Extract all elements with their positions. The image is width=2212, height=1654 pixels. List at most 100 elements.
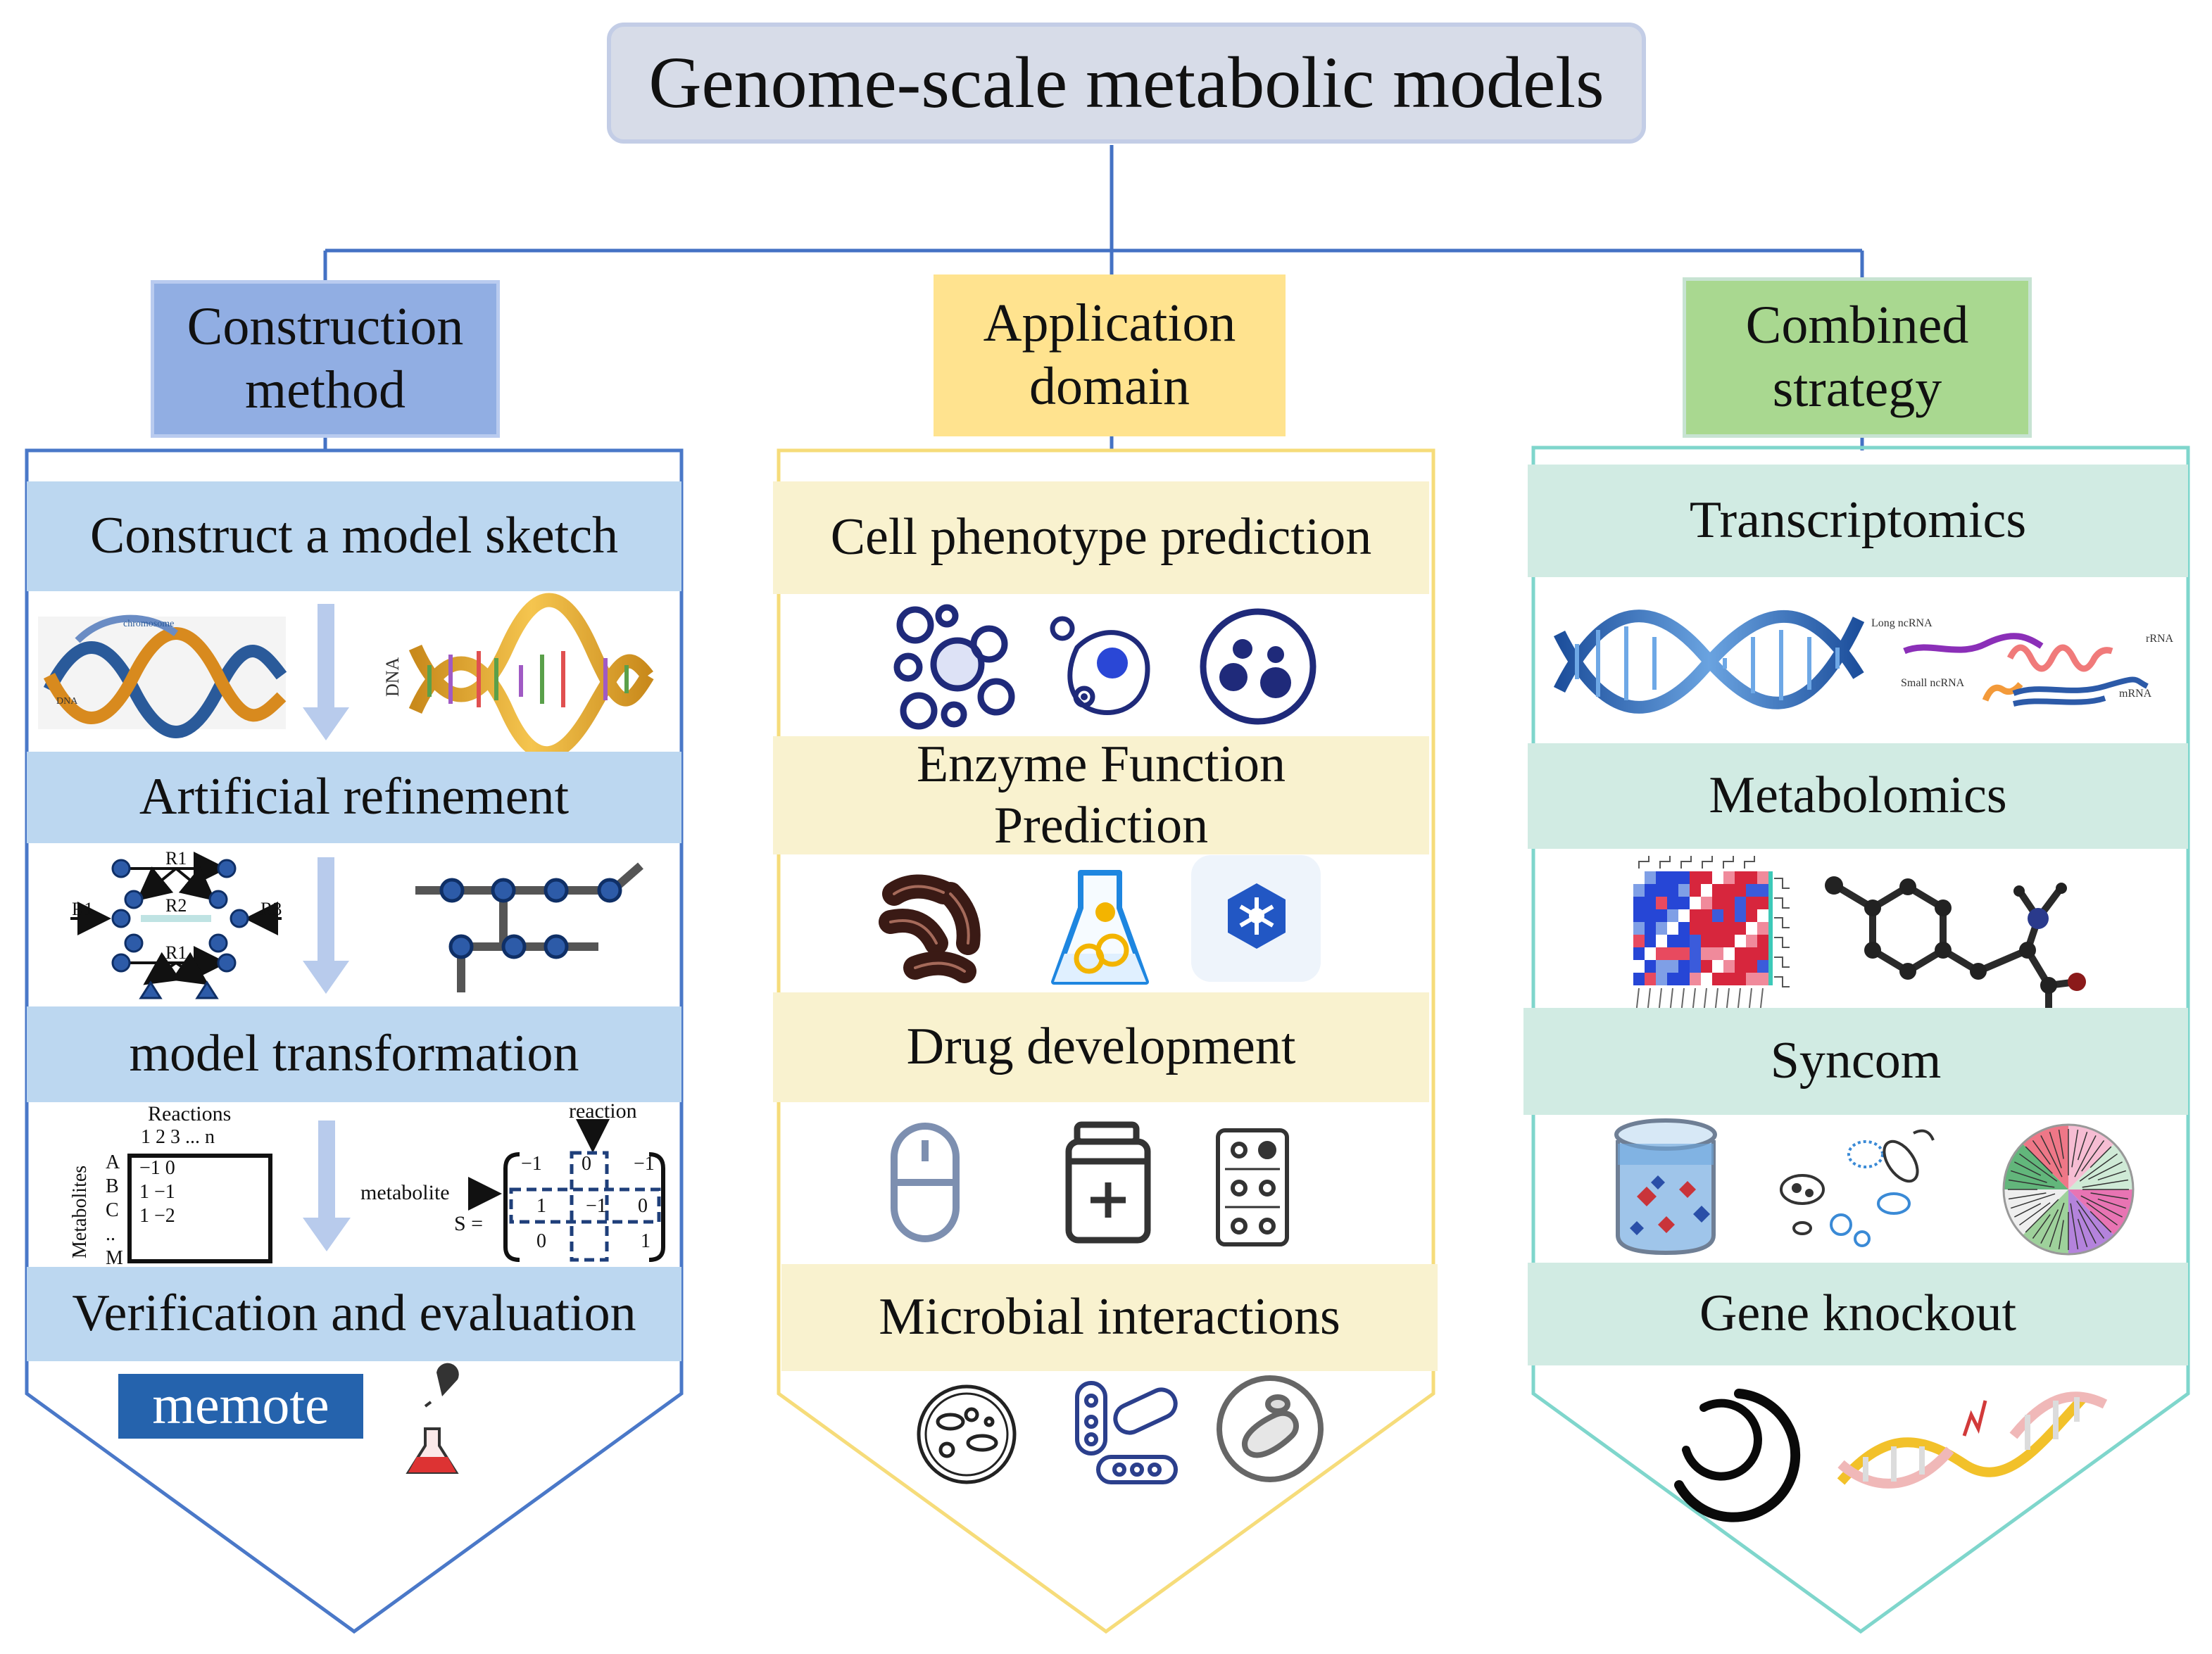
heatmap-dendrogram-branch — [1702, 856, 1713, 869]
petri-microbes-icon — [917, 1384, 1017, 1484]
heatmap-cell — [1645, 947, 1656, 960]
cell-icon — [1050, 616, 1150, 715]
heatmap-cell — [1723, 935, 1735, 947]
tree-connectors — [323, 145, 1864, 450]
phylo-branch — [2025, 1199, 2059, 1233]
heatmap-cell — [1656, 897, 1667, 909]
phylo-branch — [2078, 1209, 2097, 1244]
heatmap-cell — [1645, 935, 1656, 947]
down-arrow-icon — [303, 604, 349, 740]
heatmap-icon — [1633, 856, 1790, 1025]
phylo-branch — [2077, 1131, 2088, 1161]
phylo-branch — [2025, 1146, 2053, 1174]
heatmap-cell — [1656, 947, 1667, 960]
heatmap-cell — [1723, 922, 1735, 935]
section-model-transformation: model transformation — [27, 1006, 681, 1102]
heatmap-cell — [1678, 947, 1690, 960]
reaction-label: reaction — [569, 1099, 637, 1123]
phylo-branch — [2074, 1135, 2097, 1178]
heatmap-cell — [1645, 909, 1656, 922]
heatmap-cell — [1757, 884, 1768, 897]
heatmap-dendrogram-branch — [1774, 917, 1790, 928]
reaction-index: 1 2 3 ... n — [141, 1126, 215, 1148]
heatmap-cell — [1757, 973, 1768, 985]
enzyme-app-icon — [1191, 855, 1321, 982]
heatmap-cell — [1757, 947, 1768, 960]
heatmap-dendrogram-branch — [1774, 897, 1790, 909]
phylo-branch — [2010, 1193, 2056, 1209]
phylo-outline — [2002, 1123, 2135, 1256]
phylo-branch — [2032, 1140, 2051, 1165]
heatmap-cell — [1633, 909, 1645, 922]
heatmap-cell — [1746, 884, 1757, 897]
pathway-network-icon — [415, 862, 643, 992]
dna-small-label: DNA — [56, 696, 78, 707]
metabolite-row-letter: A — [106, 1151, 120, 1173]
heatmap-cell — [1678, 973, 1690, 985]
memote-logo: memote — [118, 1374, 363, 1439]
phylo-branch — [2090, 1192, 2129, 1200]
r3-label: R3 — [260, 899, 282, 919]
s-matrix-value: −1 — [586, 1195, 607, 1217]
heatmap-cell — [1690, 909, 1701, 922]
heatmap-cell — [1712, 897, 1723, 909]
heatmap-cell — [1712, 960, 1723, 973]
heatmap-cell — [1712, 884, 1723, 897]
phylo-branch — [2076, 1200, 2105, 1239]
heatmap-cell — [1723, 909, 1735, 922]
section-metabolomics: Metabolomics — [1528, 743, 2188, 849]
heatmap-cell — [1735, 909, 1746, 922]
cell-petri-icon — [1217, 1375, 1324, 1482]
heatmap-cell — [1678, 922, 1690, 935]
category-combined-strategy: Combined strategy — [1683, 277, 2032, 438]
phylo-branch — [2010, 1170, 2047, 1183]
category-application-domain: Application domain — [934, 274, 1286, 436]
heatmap-cell — [1746, 922, 1757, 935]
panel-construction — [25, 448, 684, 1634]
matrix-row: 1 −1 — [139, 1181, 175, 1203]
heatmap-cell — [1656, 973, 1667, 985]
phylo-branch — [2071, 1129, 2079, 1168]
heatmap-cell — [1735, 973, 1746, 985]
memote-text: memote — [152, 1374, 329, 1435]
phylo-branch — [2040, 1209, 2059, 1244]
heatmap-cell — [1645, 922, 1656, 935]
phylo-branch — [2032, 1214, 2051, 1239]
panel-application — [777, 448, 1435, 1634]
phylo-branch — [2049, 1202, 2065, 1248]
phylo-branch — [2008, 1192, 2047, 1200]
heatmap-cell — [1723, 871, 1735, 884]
heatmap-cell — [1633, 973, 1645, 985]
heatmap-cell — [1701, 973, 1712, 985]
heatmap-cell — [1690, 922, 1701, 935]
metabolite-row-letter: .. — [106, 1223, 115, 1245]
section-transcriptomics: Transcriptomics — [1528, 465, 2188, 577]
heatmap-cell — [1678, 897, 1690, 909]
heatmap-cell — [1723, 973, 1735, 985]
heatmap-cell — [1735, 922, 1746, 935]
heatmap-cell — [1701, 922, 1712, 935]
heatmap-cell — [1735, 935, 1746, 947]
phylo-branch — [2018, 1202, 2051, 1226]
phylo-branch — [2014, 1203, 2042, 1218]
s-matrix-value: 1 — [536, 1195, 546, 1217]
heatmap-cell — [1746, 947, 1757, 960]
dropper-flask-icon — [406, 1363, 459, 1474]
phylo-branch — [2080, 1195, 2123, 1218]
heatmap-cell — [1667, 973, 1678, 985]
capsule-icon — [891, 1123, 960, 1242]
down-arrow-icon — [303, 857, 349, 994]
heatmap-cell — [1667, 871, 1678, 884]
r2-label: R2 — [165, 895, 187, 916]
heatmap-cell — [1633, 960, 1645, 973]
ring-logo-icon — [1674, 1389, 1801, 1522]
phylo-branch — [2090, 1146, 2112, 1168]
microbe-colony-icon — [1075, 1381, 1178, 1484]
s-equals: S = — [454, 1212, 483, 1235]
heatmap-cell — [1645, 960, 1656, 973]
s-matrix-value: −1 — [521, 1153, 542, 1175]
heatmap-cell — [1746, 909, 1757, 922]
heatmap-cell — [1701, 935, 1712, 947]
small-ncrna-label: Small ncRNA — [1901, 677, 1965, 689]
